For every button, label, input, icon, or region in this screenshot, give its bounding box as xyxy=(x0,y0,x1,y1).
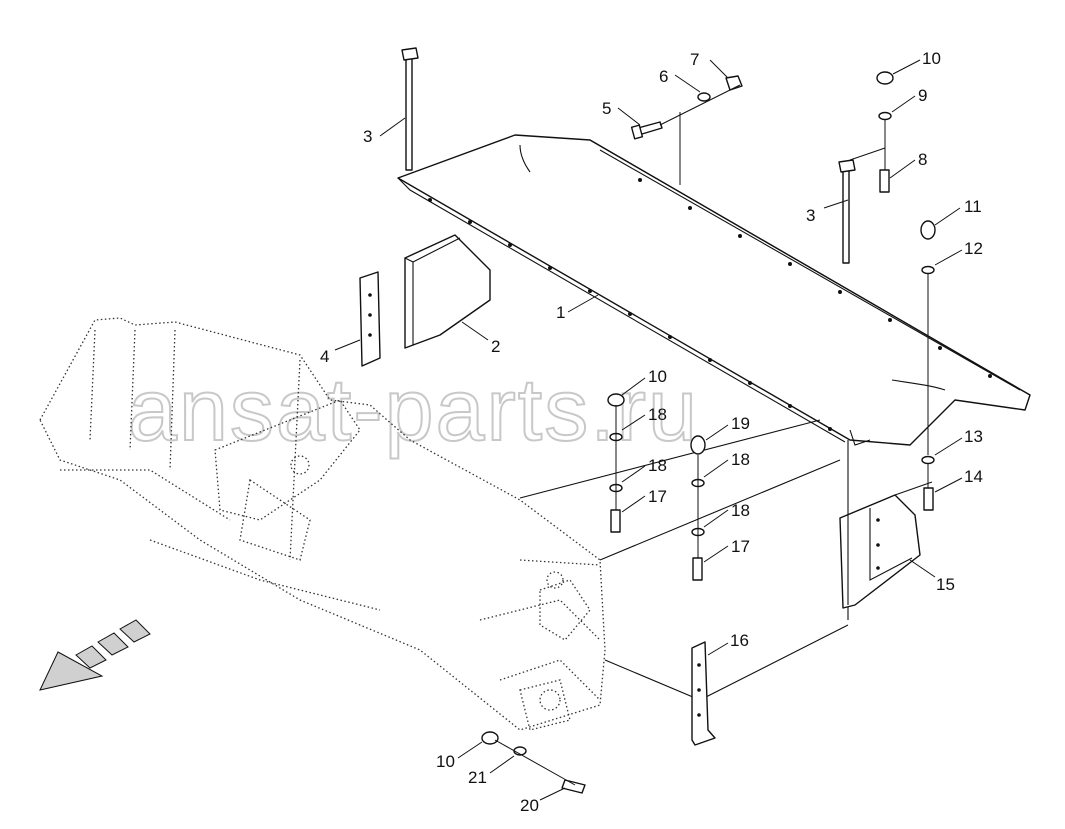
callout-3-right: 3 xyxy=(806,206,815,225)
forward-direction-arrow-icon xyxy=(39,619,151,691)
callout-18-b: 18 xyxy=(648,456,667,475)
callout-5: 5 xyxy=(602,99,611,118)
callout-3-left: 3 xyxy=(363,127,372,146)
callout-labels: 1 2 3 3 4 5 6 7 8 9 10 10 10 11 12 13 14… xyxy=(320,49,983,815)
callout-13: 13 xyxy=(964,427,983,446)
callout-15: 15 xyxy=(936,575,955,594)
chassis-frame-outline xyxy=(39,317,606,731)
callout-17-middle: 17 xyxy=(731,537,750,556)
callout-20: 20 xyxy=(520,796,539,815)
watermark: ansat-parts.ru xyxy=(128,360,699,459)
support-rod-right xyxy=(838,159,856,264)
callout-4: 4 xyxy=(320,347,329,366)
lower-bracket xyxy=(691,641,716,746)
callout-11: 11 xyxy=(964,197,982,216)
deflector-plate xyxy=(404,234,491,349)
callout-17-left: 17 xyxy=(648,487,667,506)
callout-7: 7 xyxy=(690,50,699,69)
support-rod-left xyxy=(401,47,419,171)
callout-9: 9 xyxy=(918,86,927,105)
side-guard xyxy=(839,494,921,609)
callout-18-a: 18 xyxy=(648,405,667,424)
callout-1: 1 xyxy=(556,303,565,322)
callout-leaders xyxy=(334,59,963,801)
callout-10-top: 10 xyxy=(922,49,941,68)
callout-8: 8 xyxy=(918,150,927,169)
callout-16: 16 xyxy=(730,631,749,650)
callout-2: 2 xyxy=(491,337,500,356)
callout-18-d: 18 xyxy=(731,501,750,520)
callout-6: 6 xyxy=(659,67,668,86)
callout-10-bottom: 10 xyxy=(436,752,455,771)
callout-19: 19 xyxy=(731,414,750,433)
side-panel xyxy=(519,419,849,701)
mounting-bracket xyxy=(359,271,381,367)
callout-21: 21 xyxy=(468,768,487,787)
callout-14: 14 xyxy=(964,467,983,486)
callout-18-c: 18 xyxy=(731,450,750,469)
assembly-axes xyxy=(494,84,933,786)
top-cover-panel xyxy=(397,134,1031,446)
callout-10-mid: 10 xyxy=(648,367,667,386)
callout-12: 12 xyxy=(964,239,983,258)
